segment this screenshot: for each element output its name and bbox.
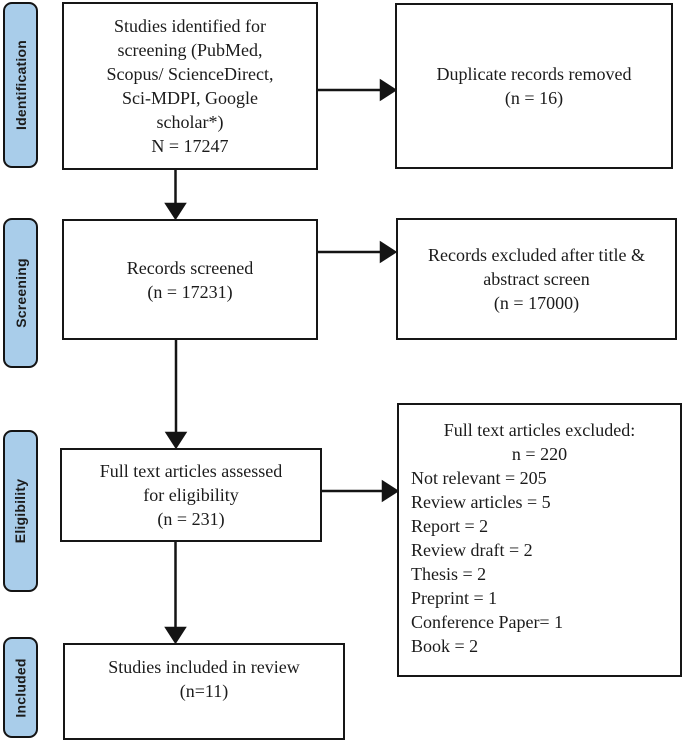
stage-label-included-text: Included xyxy=(12,657,29,718)
box-studies-identified-text: Studies identified for screening (PubMed… xyxy=(106,16,274,156)
box-records-excluded-title-abstract: Records excluded after title & abstract … xyxy=(396,218,677,340)
box-studies-identified: Studies identified for screening (PubMed… xyxy=(62,2,318,170)
arrow-identified-to-duplicates xyxy=(317,78,398,102)
box-fulltext-assessed-text: Full text articles assessed for eligibil… xyxy=(99,461,283,529)
box-fulltext-assessed: Full text articles assessed for eligibil… xyxy=(60,448,322,542)
box-fulltext-excluded: Full text articles excluded: n = 220 Not… xyxy=(397,403,682,677)
stage-label-eligibility: Eligibility xyxy=(3,430,38,592)
arrow-screened-to-title-excluded xyxy=(317,240,398,264)
box-fulltext-excluded-items: Not relevant = 205 Review articles = 5 R… xyxy=(411,468,564,656)
box-records-excluded-title-abstract-text: Records excluded after title & abstract … xyxy=(428,245,645,313)
box-fulltext-excluded-header: Full text articles excluded: n = 220 xyxy=(443,420,636,464)
box-duplicate-records-removed: Duplicate records removed (n = 16) xyxy=(395,3,673,169)
box-duplicate-records-removed-text: Duplicate records removed (n = 16) xyxy=(436,64,632,108)
stage-label-screening-text: Screening xyxy=(12,258,29,328)
stage-label-screening: Screening xyxy=(3,218,38,368)
stage-label-eligibility-text: Eligibility xyxy=(12,478,29,544)
box-studies-included-text: Studies included in review (n=11) xyxy=(108,657,300,701)
arrow-identified-to-screened xyxy=(164,170,187,221)
stage-label-identification: Identification xyxy=(3,2,38,168)
stage-label-identification-text: Identification xyxy=(12,40,29,130)
box-records-screened-text: Records screened (n = 17231) xyxy=(126,257,254,302)
box-records-screened: Records screened (n = 17231) xyxy=(62,219,318,340)
arrow-fulltext-to-included xyxy=(164,542,187,645)
box-studies-included: Studies included in review (n=11) xyxy=(63,643,345,740)
arrow-screened-to-fulltext xyxy=(164,340,188,450)
stage-label-included: Included xyxy=(3,637,38,738)
arrow-fulltext-to-fulltext-excluded xyxy=(322,479,400,503)
